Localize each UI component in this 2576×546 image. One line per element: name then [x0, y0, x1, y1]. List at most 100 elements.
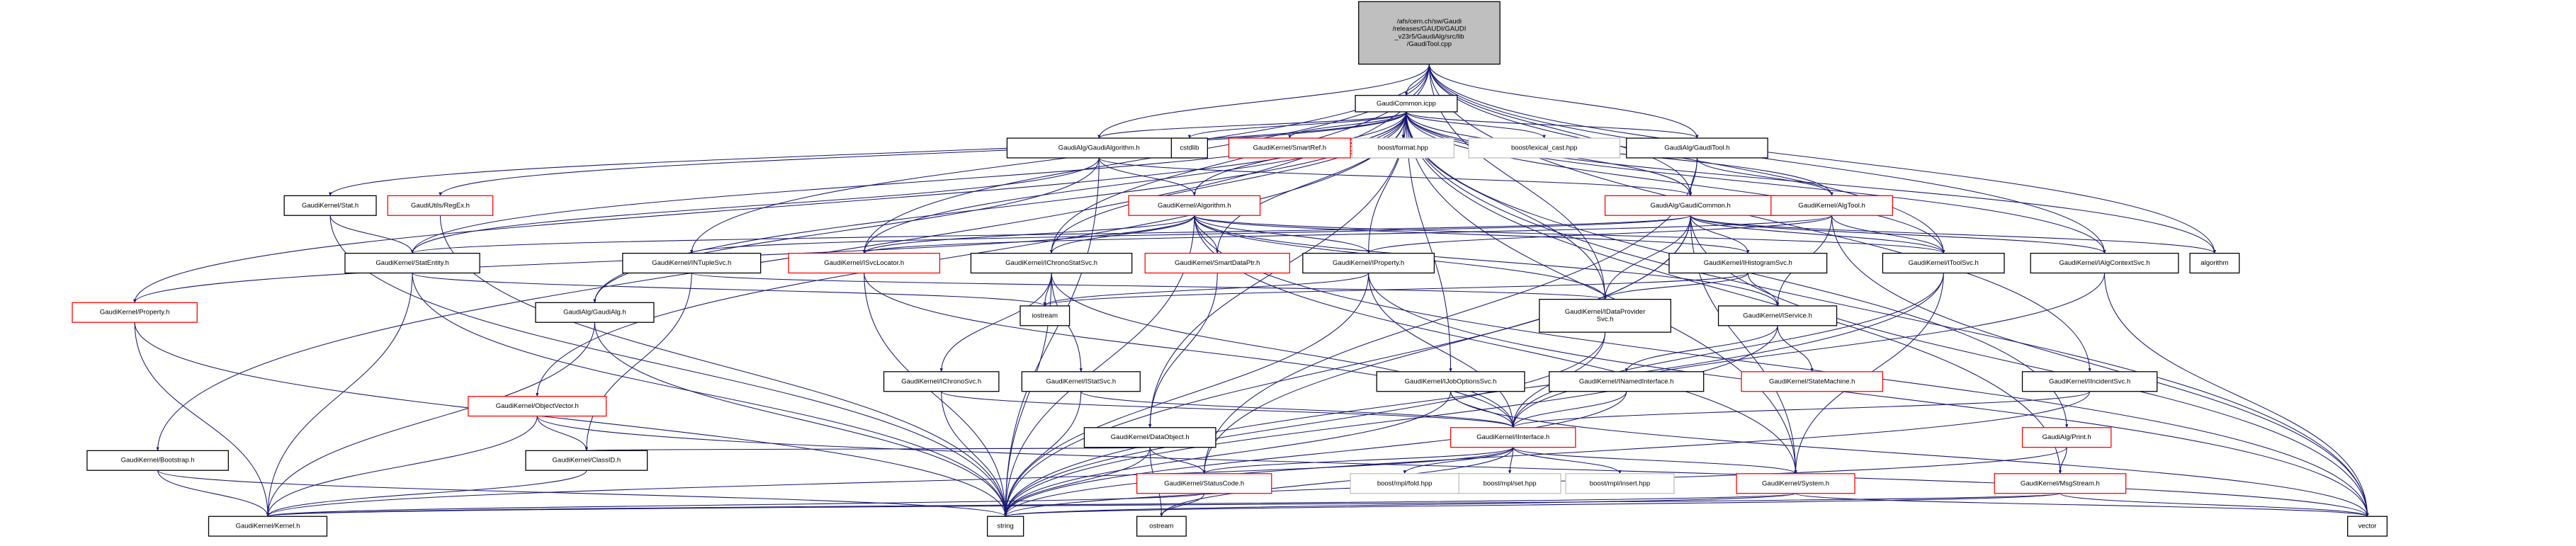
- node-mplfold[interactable]: boost/mpl/fold.hpp: [1350, 473, 1459, 494]
- node-box[interactable]: [1302, 252, 1435, 274]
- node-box[interactable]: [1539, 299, 1671, 333]
- node-stat[interactable]: GaudiKernel/Stat.h: [283, 195, 377, 216]
- node-box[interactable]: [344, 252, 480, 274]
- node-box[interactable]: [387, 195, 494, 216]
- node-box[interactable]: [208, 516, 328, 537]
- node-itoolsvc[interactable]: GaudiKernel/IToolSvc.h: [1882, 252, 2005, 274]
- node-box[interactable]: [1717, 305, 1838, 326]
- node-box[interactable]: [1228, 137, 1351, 159]
- node-smartdataptr[interactable]: GaudiKernel/SmartDataPtr.h: [1144, 252, 1290, 274]
- node-box[interactable]: [970, 252, 1133, 274]
- node-box[interactable]: [1770, 195, 1893, 216]
- node-statentity[interactable]: GaudiKernel/StatEntity.h: [344, 252, 480, 274]
- node-box[interactable]: [1468, 137, 1621, 159]
- node-galgo[interactable]: GaudiAlg/GaudiAlgorithm.h: [1006, 137, 1192, 159]
- node-box[interactable]: [2189, 252, 2240, 274]
- node-box[interactable]: [1741, 371, 1884, 392]
- node-kernel[interactable]: GaudiKernel/Kernel.h: [208, 516, 328, 537]
- node-box[interactable]: [883, 371, 1000, 392]
- node-box[interactable]: [2030, 252, 2179, 274]
- node-box[interactable]: [1136, 516, 1187, 537]
- node-box[interactable]: [1736, 473, 1855, 494]
- node-box[interactable]: [1565, 473, 1675, 494]
- node-ijobopt[interactable]: GaudiKernel/IJobOptionsSvc.h: [1376, 371, 1525, 392]
- node-box[interactable]: [525, 450, 648, 471]
- node-iostream[interactable]: iostream: [1019, 305, 1070, 326]
- node-bformat[interactable]: boost/format.hpp: [1351, 137, 1454, 159]
- node-box[interactable]: [1882, 252, 2005, 274]
- node-box[interactable]: [1350, 473, 1459, 494]
- node-box[interactable]: [987, 516, 1024, 537]
- node-gcicpp[interactable]: GaudiCommon.icpp: [1355, 95, 1458, 113]
- node-iinterface[interactable]: GaudiKernel/IInterface.h: [1450, 427, 1576, 448]
- node-cstdlib[interactable]: cstdlib: [1170, 137, 1209, 159]
- node-iproperty[interactable]: GaudiKernel/IProperty.h: [1302, 252, 1435, 274]
- node-dataobject[interactable]: GaudiKernel/DataObject.h: [1083, 427, 1216, 448]
- node-string[interactable]: string: [987, 516, 1024, 537]
- node-ntuplesvc[interactable]: GaudiKernel/INTupleSvc.h: [622, 252, 762, 274]
- node-box[interactable]: [1136, 473, 1272, 494]
- node-algtool[interactable]: GaudiKernel/AlgTool.h: [1770, 195, 1893, 216]
- node-ihisto[interactable]: GaudiKernel/IHistogramSvc.h: [1668, 252, 1828, 274]
- node-box[interactable]: [1626, 137, 1768, 159]
- node-svclocator[interactable]: GaudiKernel/ISvcLocator.h: [788, 252, 941, 274]
- node-box[interactable]: [788, 252, 941, 274]
- node-inamed[interactable]: GaudiKernel/INamedInterface.h: [1549, 371, 1705, 392]
- node-blexcast[interactable]: boost/lexical_cast.hpp: [1468, 137, 1621, 159]
- node-box[interactable]: [2021, 427, 2112, 448]
- node-box[interactable]: [468, 396, 607, 417]
- node-statemachine[interactable]: GaudiKernel/StateMachine.h: [1741, 371, 1884, 392]
- node-objvector[interactable]: GaudiKernel/ObjectVector.h: [468, 396, 607, 417]
- node-gtool[interactable]: GaudiAlg/GaudiTool.h: [1626, 137, 1768, 159]
- node-box[interactable]: [2347, 516, 2388, 537]
- node-box[interactable]: [622, 252, 762, 274]
- node-box[interactable]: [1006, 137, 1192, 159]
- node-bootstrap[interactable]: GaudiKernel/Bootstrap.h: [86, 450, 229, 471]
- node-istatsvc[interactable]: GaudiKernel/IStatSvc.h: [1021, 371, 1141, 392]
- node-classid[interactable]: GaudiKernel/ClassID.h: [525, 450, 648, 471]
- node-mplset[interactable]: boost/mpl/set.hpp: [1458, 473, 1561, 494]
- node-regex[interactable]: GaudiUtils/RegEx.h: [387, 195, 494, 216]
- node-box[interactable]: [72, 302, 198, 323]
- node-box[interactable]: [1021, 371, 1141, 392]
- node-mplinsert[interactable]: boost/mpl/insert.hpp: [1565, 473, 1675, 494]
- node-iservice[interactable]: GaudiKernel/IService.h: [1717, 305, 1838, 326]
- node-property[interactable]: GaudiKernel/Property.h: [72, 302, 198, 323]
- node-box[interactable]: [1144, 252, 1290, 274]
- node-ialgctx[interactable]: GaudiKernel/IAlgContextSvc.h: [2030, 252, 2179, 274]
- node-gcommon[interactable]: GaudiAlg/GaudiCommon.h: [1604, 195, 1777, 216]
- node-box[interactable]: [1019, 305, 1070, 326]
- node-box[interactable]: [283, 195, 377, 216]
- node-box[interactable]: [1604, 195, 1777, 216]
- node-box[interactable]: [1376, 371, 1525, 392]
- node-box[interactable]: [1549, 371, 1705, 392]
- node-ichrono[interactable]: GaudiKernel/IChronoSvc.h: [883, 371, 1000, 392]
- node-box[interactable]: [1128, 195, 1261, 216]
- node-ostream[interactable]: ostream: [1136, 516, 1187, 537]
- node-box[interactable]: [1994, 473, 2127, 494]
- node-vector[interactable]: vector: [2347, 516, 2388, 537]
- node-root[interactable]: /afs/cern.ch/sw/Gaudi/releases/GAUDI/GAU…: [1358, 1, 1501, 65]
- node-print[interactable]: GaudiAlg/Print.h: [2021, 427, 2112, 448]
- node-box[interactable]: [1170, 137, 1209, 159]
- node-box[interactable]: [86, 450, 229, 471]
- node-smartref[interactable]: GaudiKernel/SmartRef.h: [1228, 137, 1351, 159]
- node-msgstream[interactable]: GaudiKernel/MsgStream.h: [1994, 473, 2127, 494]
- node-system[interactable]: GaudiKernel/System.h: [1736, 473, 1855, 494]
- node-box[interactable]: [1355, 95, 1458, 113]
- node-box[interactable]: [1450, 427, 1576, 448]
- node-box[interactable]: [2021, 371, 2158, 392]
- node-statuscode[interactable]: GaudiKernel/StatusCode.h: [1136, 473, 1272, 494]
- node-box[interactable]: [1358, 1, 1501, 65]
- node-algorithm_h[interactable]: GaudiKernel/Algorithm.h: [1128, 195, 1261, 216]
- node-iincident[interactable]: GaudiKernel/IIncidentSvc.h: [2021, 371, 2158, 392]
- node-algorithm[interactable]: algorithm: [2189, 252, 2240, 274]
- node-box[interactable]: [1083, 427, 1216, 448]
- node-box[interactable]: [1351, 137, 1454, 159]
- node-gaudialg[interactable]: GaudiAlg/GaudiAlg.h: [535, 302, 655, 323]
- node-box[interactable]: [535, 302, 655, 323]
- node-box[interactable]: [1458, 473, 1561, 494]
- node-box[interactable]: [1668, 252, 1828, 274]
- node-chronostat[interactable]: GaudiKernel/IChronoStatSvc.h: [970, 252, 1133, 274]
